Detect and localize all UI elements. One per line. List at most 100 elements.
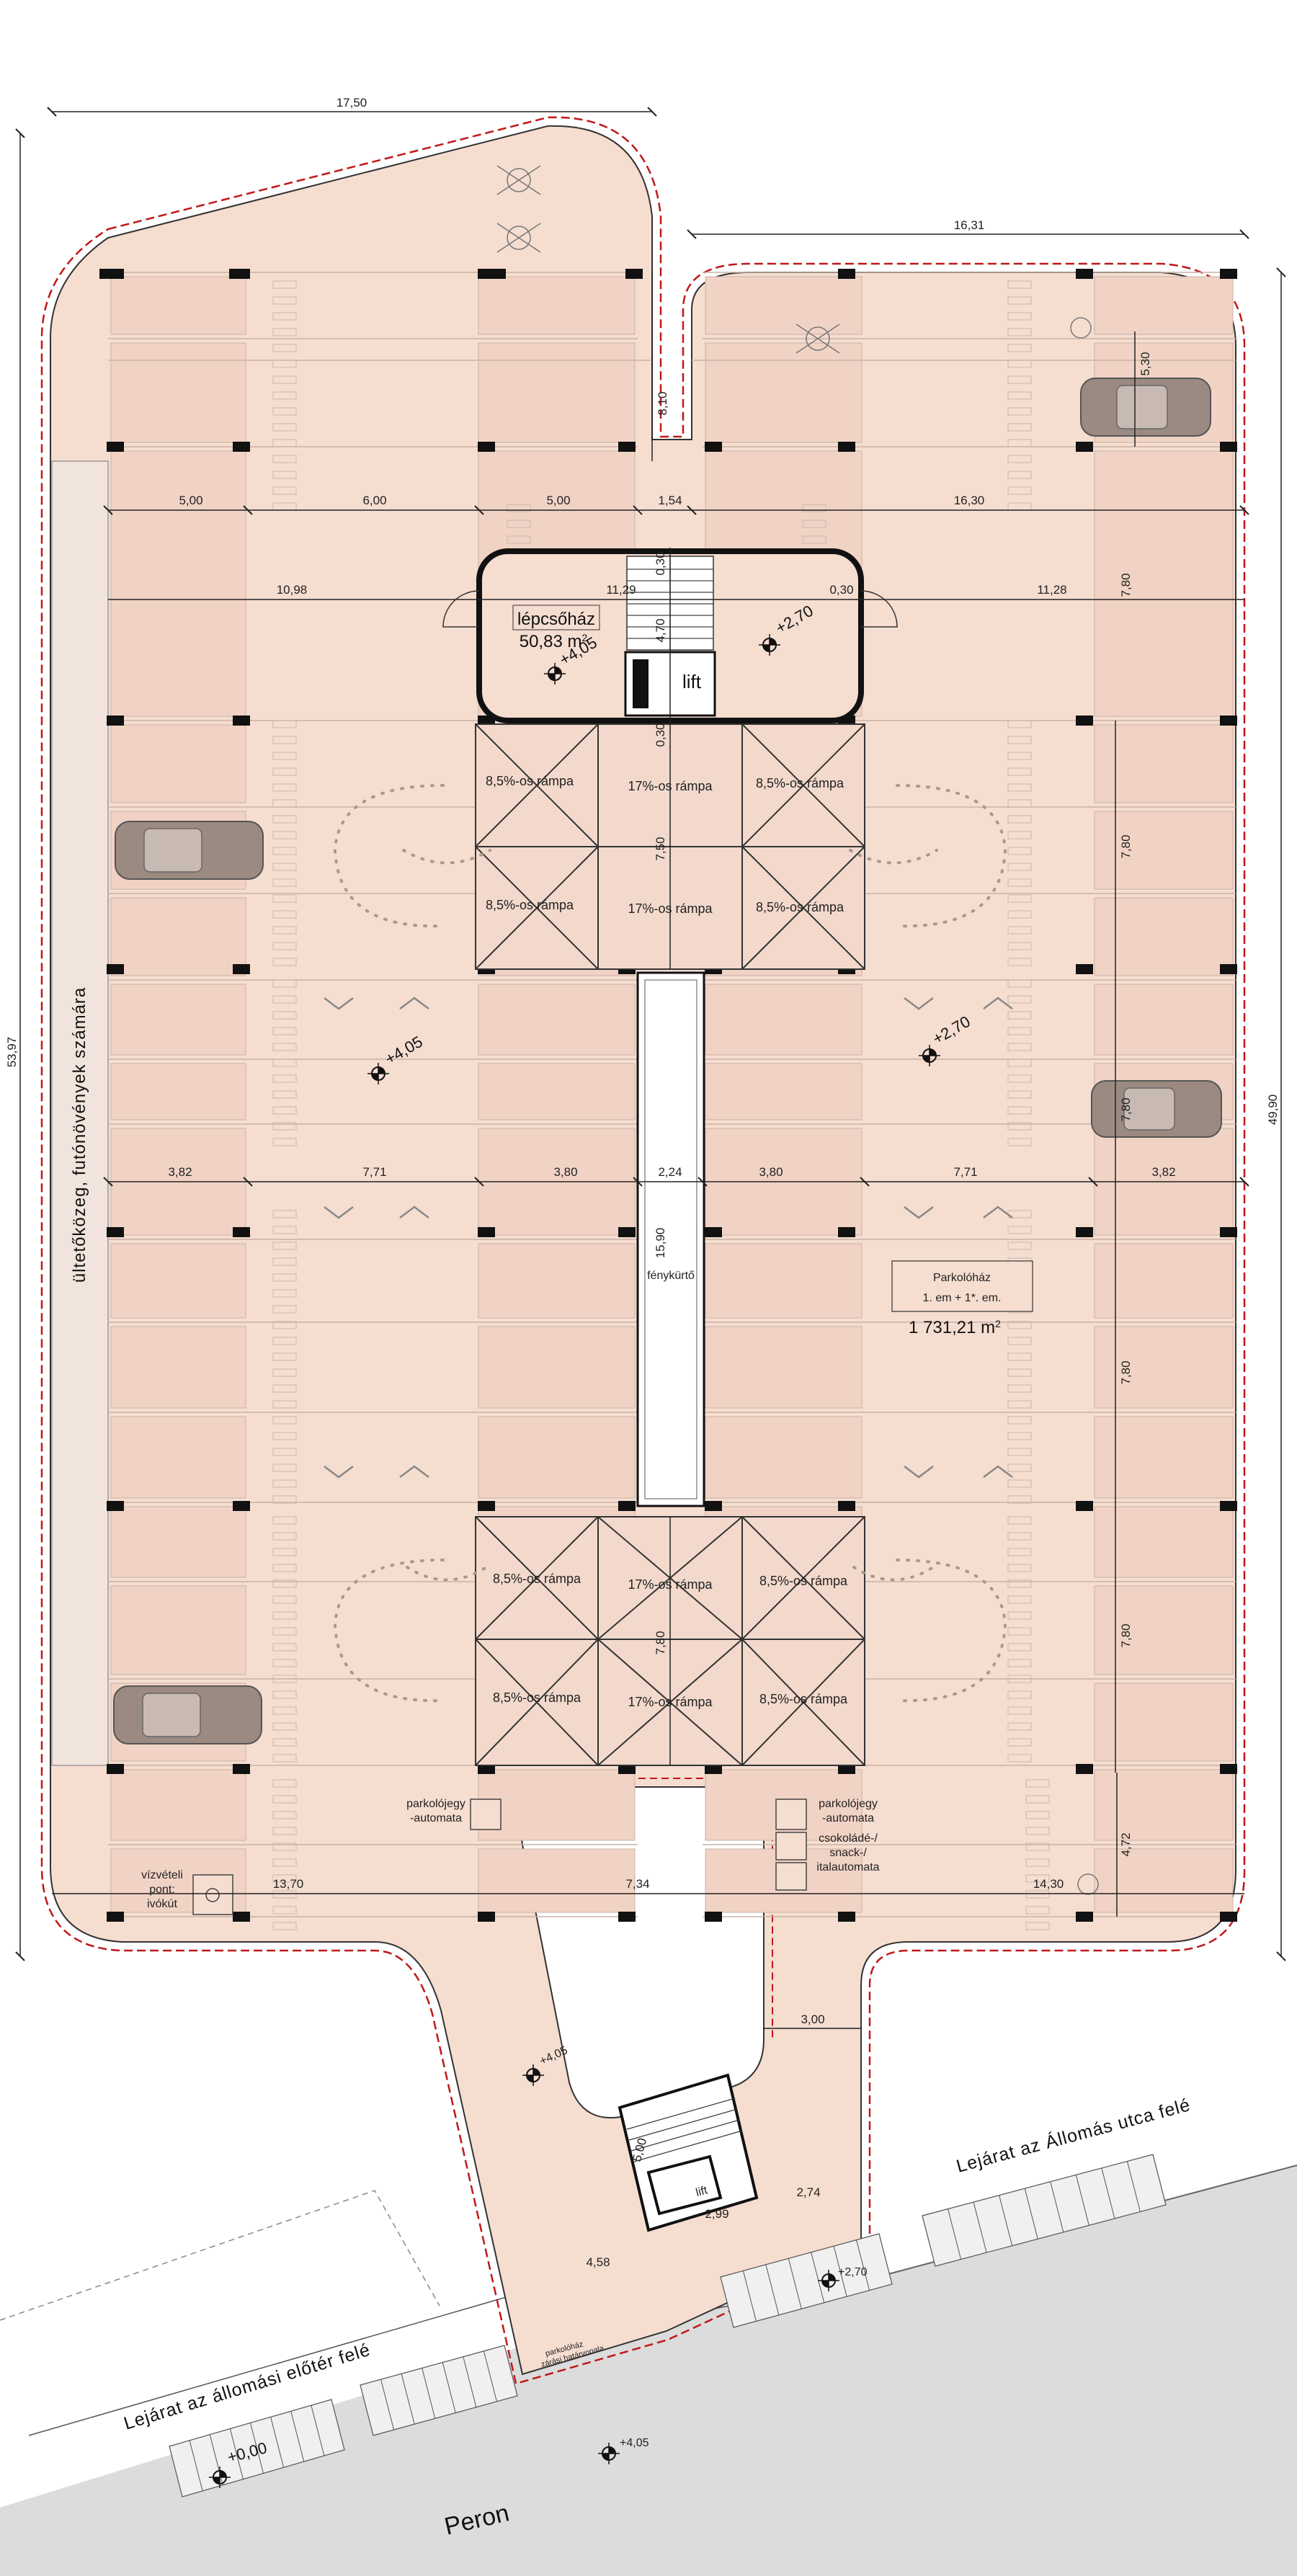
parking-stall bbox=[1094, 724, 1234, 803]
crossing-stripe bbox=[1007, 847, 1032, 855]
structural-columns bbox=[99, 269, 1237, 1922]
ramp-label: 8,5%-os rámpa bbox=[759, 1692, 848, 1706]
dim-left-height: 53,97 bbox=[5, 1037, 19, 1068]
planter-label: ültetőközeg, futónövények számára bbox=[70, 987, 89, 1283]
stair-tread bbox=[229, 2428, 244, 2479]
parking-stall bbox=[478, 1326, 636, 1409]
stair-tread bbox=[483, 2350, 497, 2402]
parking-stall bbox=[110, 724, 246, 803]
water-point-label: ivókút bbox=[147, 1898, 177, 1910]
crossing-stripe bbox=[272, 423, 297, 432]
crossing-stripe bbox=[1007, 1416, 1032, 1425]
vending-label: italautomata bbox=[816, 1861, 879, 1873]
parking-stall bbox=[705, 1326, 863, 1409]
crossing-stripe bbox=[272, 863, 297, 871]
crossing-stripe bbox=[272, 1463, 297, 1472]
crossing-stripe bbox=[272, 296, 297, 305]
crossing-stripe bbox=[272, 1432, 297, 1440]
crossing-stripe bbox=[1007, 1690, 1032, 1699]
crossing-stripe bbox=[272, 799, 297, 808]
crossing-stripe bbox=[272, 1210, 297, 1218]
dim-mid: 3,80 bbox=[759, 1165, 783, 1179]
crossing-stripe bbox=[272, 1827, 297, 1835]
vending-label: csokoládé-/ bbox=[819, 1832, 878, 1845]
level-markers bbox=[209, 634, 940, 2488]
crossing-stripe bbox=[272, 1226, 297, 1234]
crossing-stripe bbox=[1007, 471, 1032, 479]
stair-tread bbox=[1075, 2175, 1089, 2226]
level-marker-icon bbox=[598, 2443, 620, 2464]
crossing-stripe bbox=[272, 1321, 297, 1329]
stair-tread bbox=[1050, 2181, 1064, 2232]
structural-column bbox=[1220, 1501, 1237, 1511]
crossing-stripe bbox=[507, 520, 531, 528]
crossing-stripe bbox=[1025, 1906, 1050, 1915]
crossing-stripe bbox=[1007, 894, 1032, 903]
ramp-label: 17%-os rámpa bbox=[628, 779, 713, 793]
structural-column bbox=[233, 1764, 250, 1774]
crossing-stripe bbox=[1007, 1448, 1032, 1456]
crossing-stripe bbox=[1007, 831, 1032, 839]
crossing-stripe bbox=[272, 1090, 297, 1099]
structural-column bbox=[1220, 1912, 1237, 1922]
crossing-stripe bbox=[1007, 1675, 1032, 1683]
crossing-stripe bbox=[272, 1627, 297, 1636]
crossing-stripe bbox=[272, 1384, 297, 1393]
level-marker-icon bbox=[818, 2270, 839, 2291]
parking-stall bbox=[1094, 450, 1234, 717]
ticket-machine-left: -automata bbox=[410, 1812, 462, 1824]
crossing-stripe bbox=[1007, 720, 1032, 728]
parking-stall bbox=[1094, 1848, 1234, 1913]
structural-column bbox=[705, 1227, 722, 1237]
crossing-stripe bbox=[272, 1479, 297, 1488]
water-point-label: vízvételi bbox=[141, 1869, 183, 1881]
crossing-stripe bbox=[1007, 375, 1032, 384]
crossing-stripe bbox=[1007, 1337, 1032, 1345]
garage-name: Parkolóház bbox=[933, 1272, 991, 1284]
lower-stair-core bbox=[618, 2073, 759, 2232]
exit-right-label: Lejárat az Állomás utca felé bbox=[954, 2094, 1193, 2177]
parking-stall bbox=[110, 276, 246, 335]
dim-stair: 4,58 bbox=[586, 2255, 610, 2269]
crossing-stripe bbox=[1007, 1495, 1032, 1504]
stair-tread bbox=[973, 2201, 987, 2253]
crossing-stripe bbox=[272, 910, 297, 919]
crossing-stripe bbox=[272, 1043, 297, 1051]
crossing-stripe bbox=[272, 736, 297, 744]
crossing-stripe bbox=[272, 1811, 297, 1819]
crossing-stripe bbox=[1007, 1532, 1032, 1541]
level-marker-icon bbox=[919, 1045, 940, 1066]
structural-column bbox=[1076, 269, 1093, 279]
dim-row2: 0,30 bbox=[829, 583, 853, 597]
crossing-stripe bbox=[1007, 752, 1032, 760]
crossing-stripe bbox=[272, 471, 297, 479]
crossing-stripe bbox=[272, 1643, 297, 1652]
crossing-stripe bbox=[272, 1548, 297, 1556]
crossing-stripe bbox=[1007, 926, 1032, 935]
dim-mid: 7,71 bbox=[953, 1165, 977, 1179]
crossing-stripe bbox=[272, 1675, 297, 1683]
stair-tread bbox=[380, 2379, 395, 2430]
crossing-stripe bbox=[272, 1106, 297, 1115]
crossing-stripe bbox=[272, 407, 297, 416]
crossing-stripe bbox=[1007, 1564, 1032, 1572]
crossing-stripe bbox=[272, 1242, 297, 1250]
parking-stall bbox=[110, 1769, 246, 1841]
dim-bottom: 7,34 bbox=[625, 1877, 649, 1891]
parking-stall bbox=[110, 984, 246, 1056]
parking-stall bbox=[1094, 1416, 1234, 1499]
level-marker-icon bbox=[544, 663, 566, 685]
parking-stall bbox=[705, 1416, 863, 1499]
level-marker-icon bbox=[367, 1063, 389, 1084]
structural-column bbox=[107, 1764, 124, 1774]
crossing-stripe bbox=[272, 720, 297, 728]
structural-column bbox=[107, 1227, 124, 1237]
structural-column bbox=[1076, 1227, 1093, 1237]
ticket-machine-right: -automata bbox=[822, 1812, 874, 1824]
structural-column bbox=[229, 269, 246, 279]
crossing-stripe bbox=[1007, 407, 1032, 416]
parking-stall bbox=[110, 450, 246, 717]
crossing-stripe bbox=[272, 847, 297, 855]
ramp-label: 17%-os rámpa bbox=[628, 1577, 713, 1592]
parking-stall bbox=[1094, 276, 1234, 335]
